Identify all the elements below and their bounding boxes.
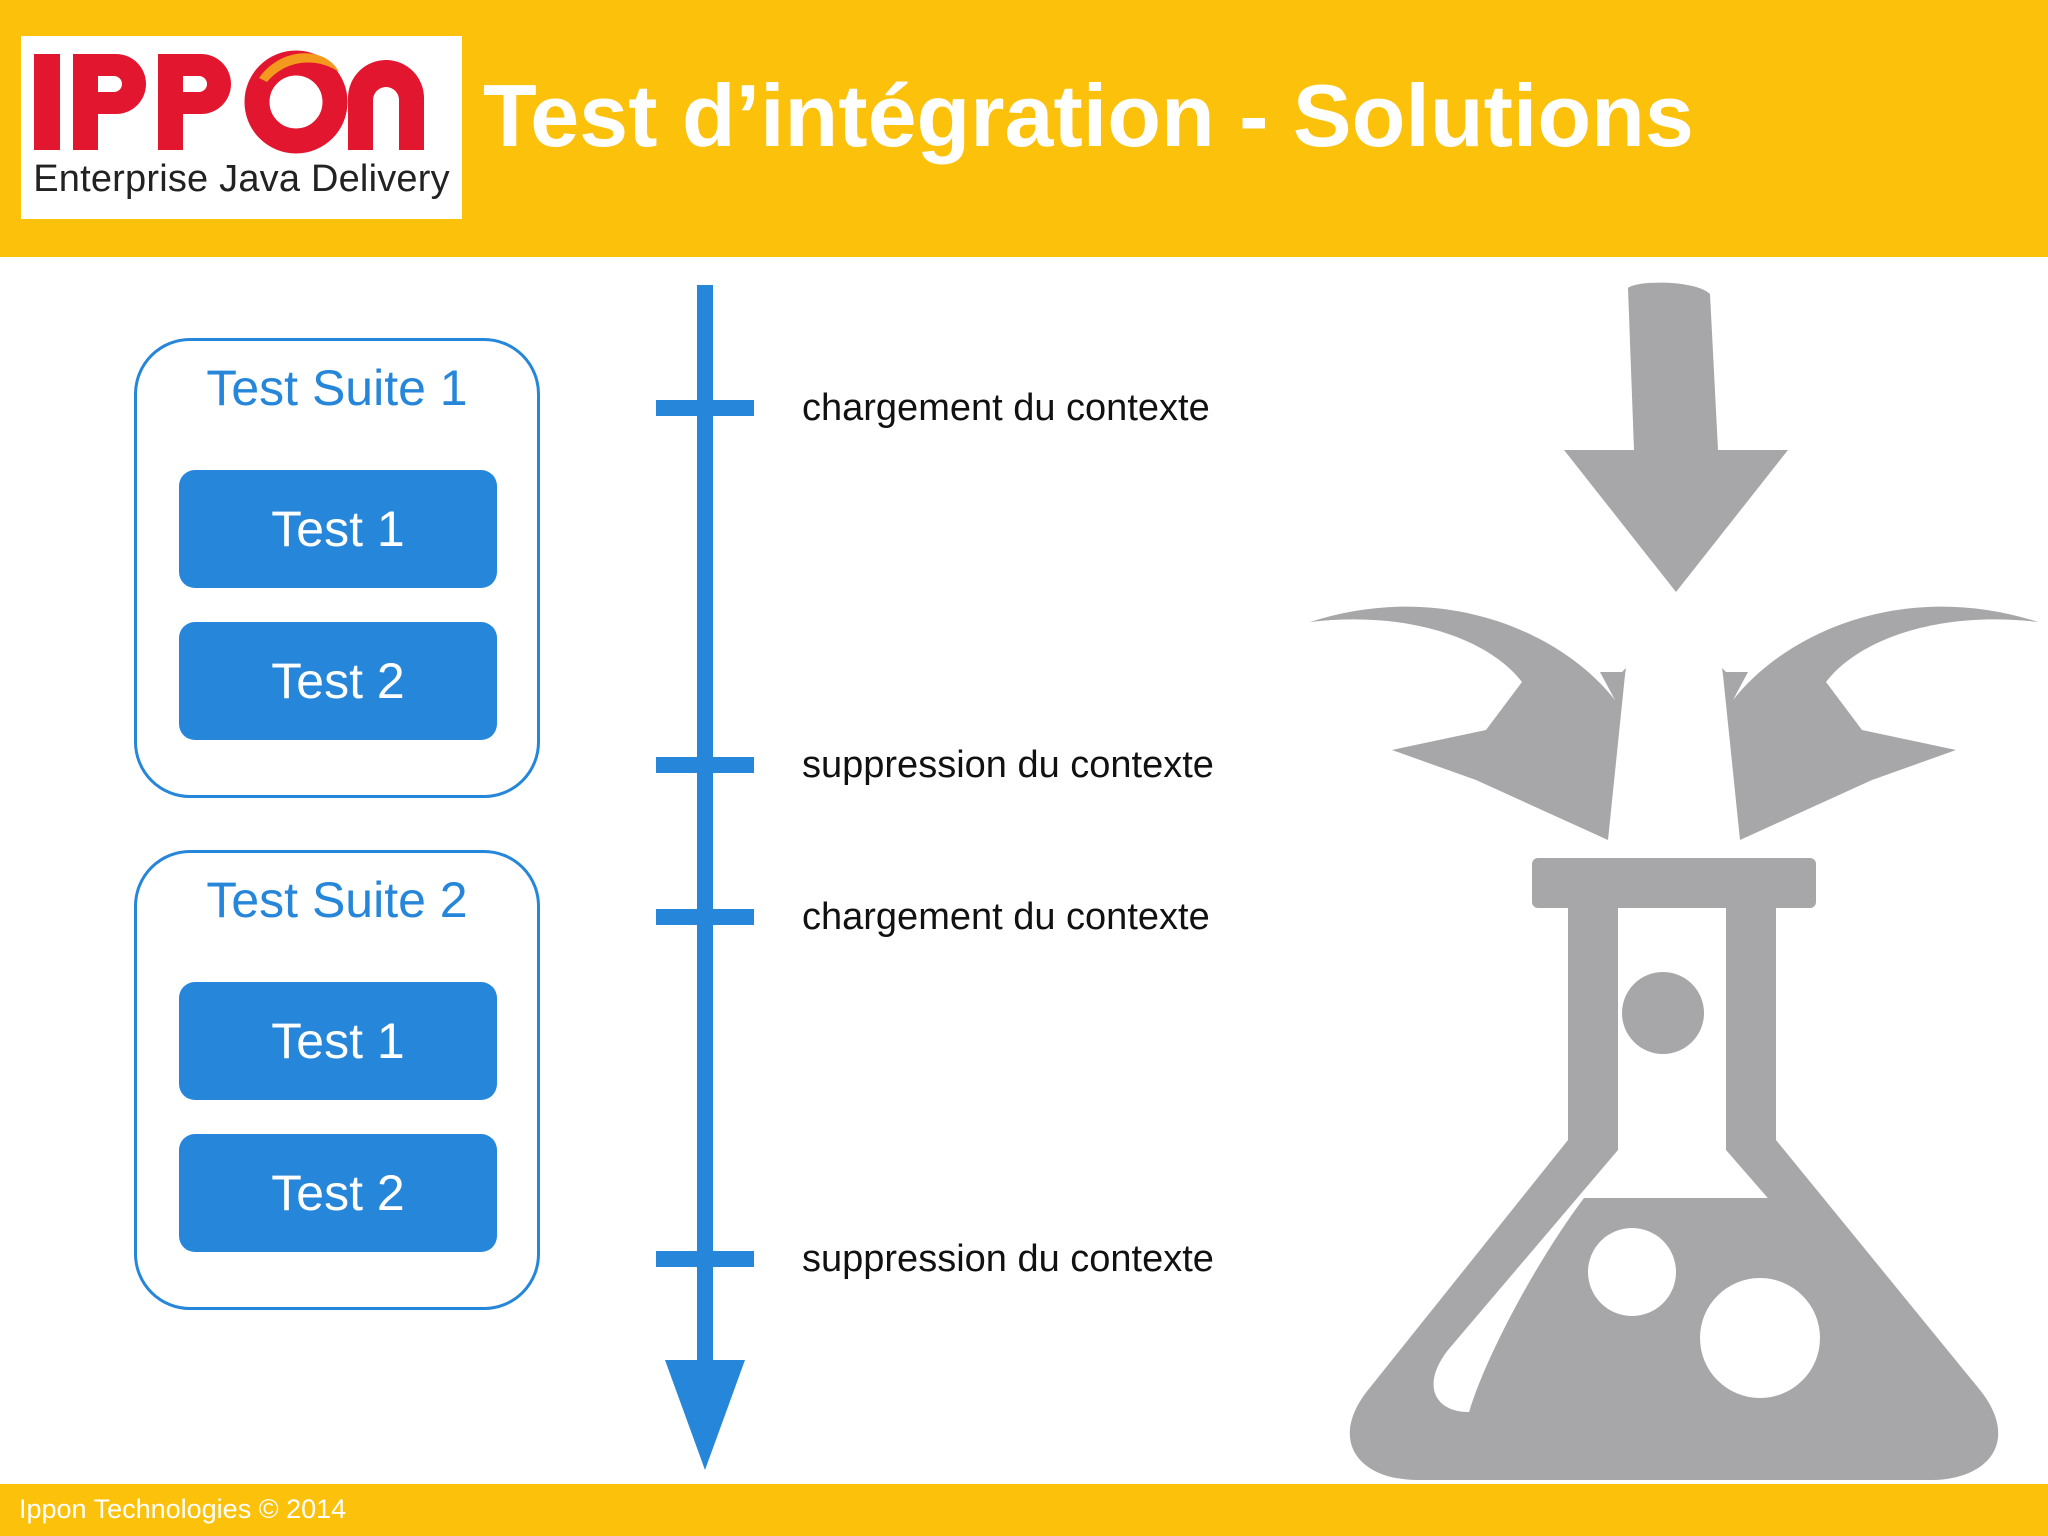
test-box: Test 2: [179, 1134, 497, 1252]
footer-bar: Ippon Technologies © 2014: [0, 1484, 2048, 1536]
footer-copyright: Ippon Technologies © 2014: [19, 1494, 347, 1524]
timeline-tick: [656, 757, 754, 773]
timeline-tick: [656, 400, 754, 416]
test-suite-1-box: Test Suite 1 Test 1 Test 2: [134, 338, 540, 798]
timeline-arrow: [656, 285, 754, 1470]
timeline-step-label: suppression du contexte: [802, 1238, 1214, 1280]
slide-title: Test d’intégration - Solutions: [483, 66, 1694, 165]
timeline-step-label: suppression du contexte: [802, 744, 1214, 786]
timeline-step-label: chargement du contexte: [802, 896, 1210, 938]
test-box: Test 1: [179, 470, 497, 588]
test-suite-2-box: Test Suite 2 Test 1 Test 2: [134, 850, 540, 1310]
test-suite-title: Test Suite 1: [206, 360, 468, 416]
test-suite-title: Test Suite 2: [206, 872, 468, 928]
timeline-tick: [656, 1251, 754, 1267]
test-box: Test 2: [179, 622, 497, 740]
timeline-step-label: chargement du contexte: [802, 387, 1210, 429]
ippon-logo: Enterprise Java Delivery: [21, 36, 462, 219]
test-box: Test 1: [179, 982, 497, 1100]
ippon-wordmark-icon: [34, 50, 424, 154]
flask-with-converging-arrows-icon: [1310, 282, 2038, 1480]
timeline-tick: [656, 909, 754, 925]
logo-tagline: Enterprise Java Delivery: [33, 158, 450, 200]
header-bar: Enterprise Java Delivery Test d’intégrat…: [0, 0, 2048, 257]
